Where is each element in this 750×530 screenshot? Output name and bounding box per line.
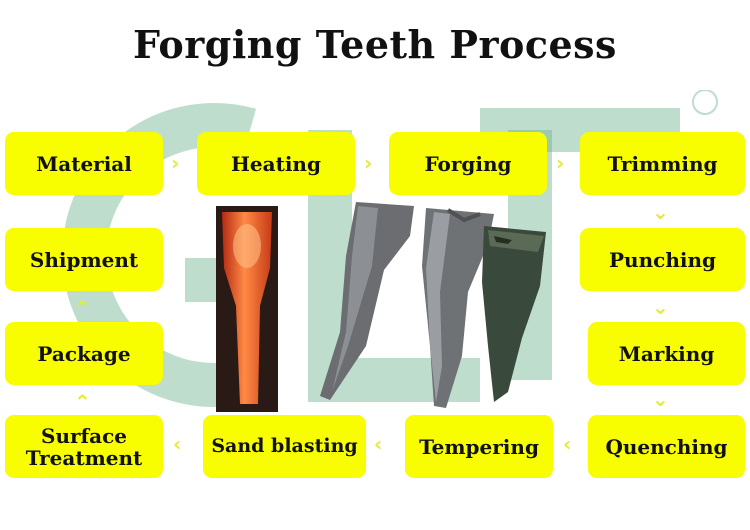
arrow-up-icon: ⌃ bbox=[74, 296, 91, 320]
step-quenching: Quenching bbox=[588, 415, 745, 478]
arrow-left-icon: ‹ bbox=[374, 432, 383, 456]
step-label: Material bbox=[36, 151, 132, 176]
step-punching: Punching bbox=[580, 228, 745, 291]
step-label: Surface Treatment bbox=[25, 423, 143, 470]
step-label: Quenching bbox=[605, 434, 728, 459]
arrow-down-icon: ⌄ bbox=[652, 200, 669, 224]
step-label: Heating bbox=[231, 151, 321, 176]
arrow-right-icon: › bbox=[171, 151, 180, 175]
step-label: Forging bbox=[424, 151, 512, 176]
arrow-left-icon: ‹ bbox=[173, 432, 182, 456]
forged-teeth-photo bbox=[320, 202, 546, 408]
step-trimming: Trimming bbox=[580, 132, 745, 195]
arrow-down-icon: ⌄ bbox=[652, 387, 669, 411]
step-tempering: Tempering bbox=[405, 415, 553, 478]
arrow-right-icon: › bbox=[556, 151, 565, 175]
arrow-right-icon: › bbox=[364, 151, 373, 175]
step-package: Package bbox=[5, 322, 163, 385]
step-shipment: Shipment bbox=[5, 228, 163, 291]
step-label: Package bbox=[37, 341, 131, 366]
step-material: Material bbox=[5, 132, 163, 195]
step-surface-treatment: Surface Treatment bbox=[5, 415, 163, 478]
page-title: Forging Teeth Process bbox=[133, 22, 617, 67]
heated-billet-photo bbox=[216, 206, 278, 412]
step-marking: Marking bbox=[588, 322, 745, 385]
step-forging: Forging bbox=[389, 132, 547, 195]
step-label: Marking bbox=[618, 341, 715, 366]
step-label: Sand blasting bbox=[211, 435, 358, 458]
step-heating: Heating bbox=[197, 132, 355, 195]
step-label: Tempering bbox=[419, 434, 539, 459]
arrow-up-icon: ⌃ bbox=[74, 390, 91, 414]
step-label: Shipment bbox=[29, 247, 139, 272]
arrow-left-icon: ‹ bbox=[563, 432, 572, 456]
step-sand-blasting: Sand blasting bbox=[203, 415, 366, 478]
arrow-down-icon: ⌄ bbox=[652, 295, 669, 319]
step-label: Trimming bbox=[607, 151, 718, 176]
step-label: Punching bbox=[609, 247, 716, 272]
